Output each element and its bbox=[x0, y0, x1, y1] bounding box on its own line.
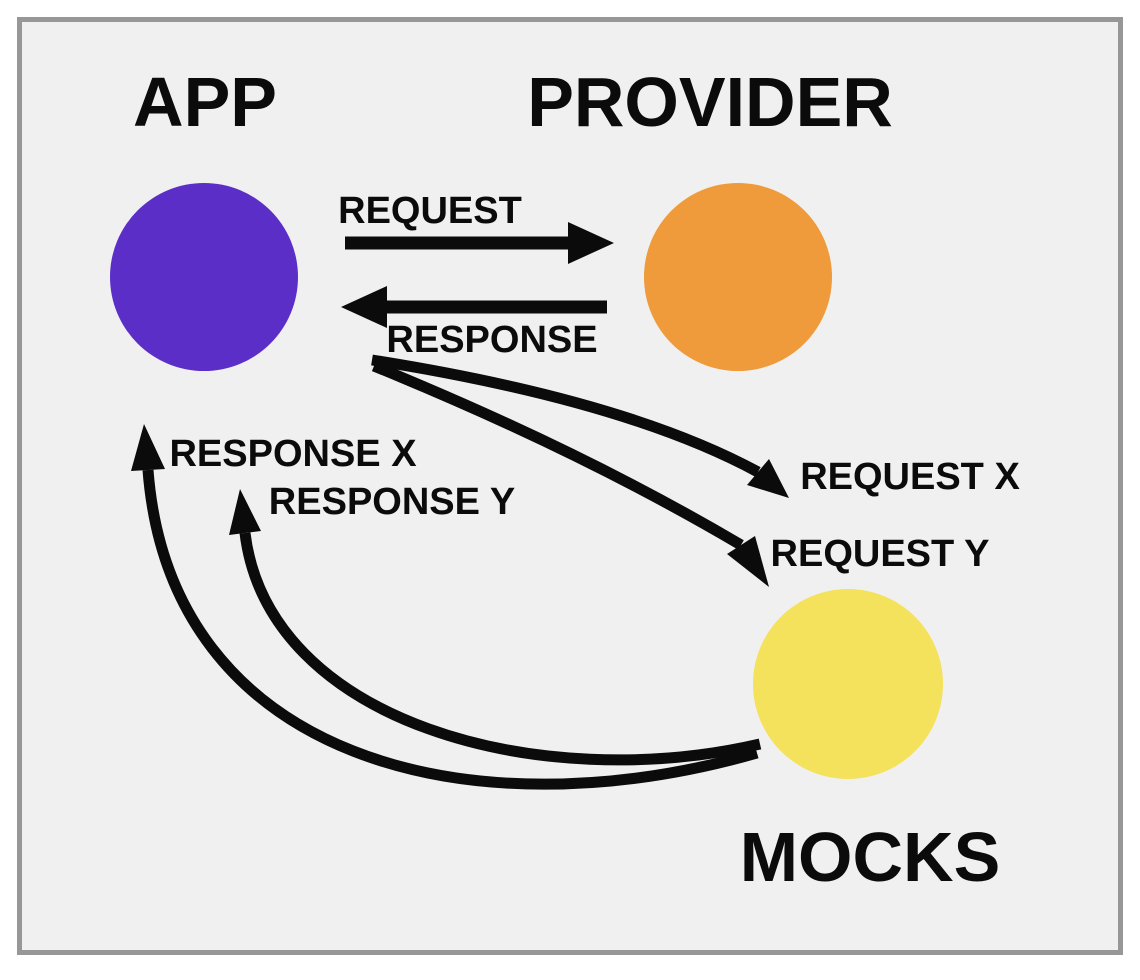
diagram-frame bbox=[17, 17, 1123, 955]
request-y-arrow-curve bbox=[371, 360, 744, 550]
request-y-edge-label: REQUEST Y bbox=[770, 533, 990, 575]
response-x-arrowhead bbox=[131, 424, 165, 471]
request-arrowhead bbox=[568, 222, 614, 264]
response-x-arrow-curve bbox=[142, 469, 759, 790]
response-y-edge-label: RESPONSE Y bbox=[268, 481, 516, 523]
request-x-arrow-curve bbox=[371, 354, 761, 477]
mocks-node-label: MOCKS bbox=[739, 818, 1001, 896]
request-y-arrowhead bbox=[727, 536, 769, 587]
provider-node bbox=[644, 183, 832, 371]
request-edge-label: REQUEST bbox=[338, 190, 522, 232]
response-y-arrowhead bbox=[229, 489, 261, 535]
arrow-lines bbox=[142, 236, 762, 790]
request-x-arrowhead bbox=[747, 459, 789, 498]
app-node bbox=[110, 183, 298, 371]
provider-node-label: PROVIDER bbox=[527, 63, 893, 141]
app-node-label: APP bbox=[133, 63, 277, 141]
response-y-arrow-curve bbox=[239, 532, 762, 766]
arrow-heads bbox=[131, 222, 789, 587]
mocks-node bbox=[753, 589, 943, 779]
request-x-edge-label: REQUEST X bbox=[800, 456, 1020, 498]
response-edge-label: RESPONSE bbox=[386, 319, 598, 361]
response-arrowhead bbox=[341, 286, 387, 328]
response-x-edge-label: RESPONSE X bbox=[169, 433, 417, 475]
